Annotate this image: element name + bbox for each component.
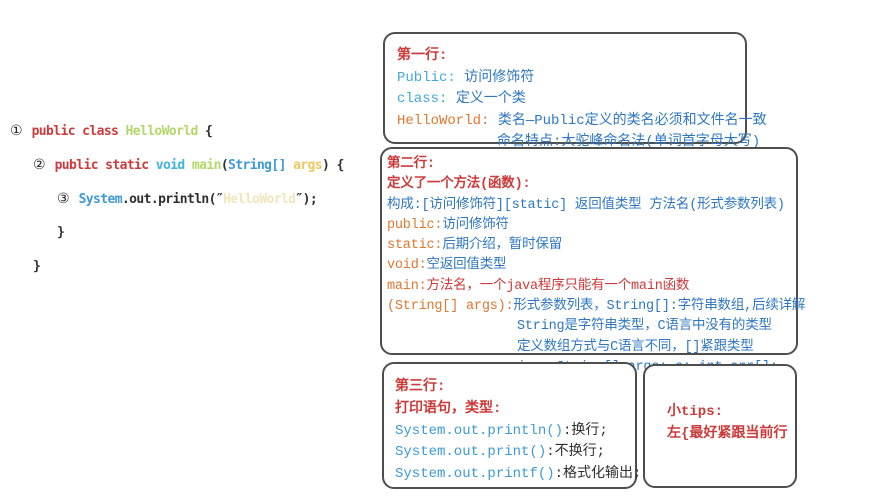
note-row: void:空返回值类型 xyxy=(387,258,507,274)
note-row: 小tips: xyxy=(667,404,724,420)
note-row: 打印语句，类型: xyxy=(395,400,502,417)
note-row: System.out.print():不换行; xyxy=(395,444,606,461)
circled-number: ② xyxy=(33,157,46,173)
note-box-first-line: 第一行: Public: 访问修饰符 class: 定义一个类 HelloWor… xyxy=(383,32,767,150)
note-box-second-line: 第二行: 定义了一个方法(函数): 构成:[访问修饰符][static] 返回值… xyxy=(380,147,806,375)
note-row: public:访问修饰符 xyxy=(387,217,509,233)
note-row: 命名特点:大驼峰命名法(单词首字母大写) xyxy=(497,134,761,150)
note-row: (String[] args):形式参数列表，String[]:字符串数组,后续… xyxy=(387,299,806,315)
note-row: System.out.printf():格式化输出; xyxy=(395,466,642,483)
note-row: HelloWorld: 类名—Public定义的类名必须和文件名一致 xyxy=(397,112,767,129)
note-row: 第二行: xyxy=(387,157,435,172)
note-row: 第三行: xyxy=(395,379,446,395)
note-row: Public: 访问修饰符 xyxy=(397,69,535,86)
circled-number: ① xyxy=(10,123,23,139)
note-row: class: 定义一个类 xyxy=(397,91,526,107)
note-row: main:方法名，一个java程序只能有一个main函数 xyxy=(387,278,690,294)
circled-number: ③ xyxy=(57,191,70,207)
note-row: static:后期介绍，暂时保留 xyxy=(387,238,563,254)
note-box-third-line: 第三行: 打印语句，类型: System.out.println():换行; S… xyxy=(382,362,642,489)
note-box-tips: 小tips: 左{最好紧跟当前行 xyxy=(643,364,797,488)
code-line-4: } xyxy=(57,225,65,240)
note-row: 定义了一个方法(函数): xyxy=(387,177,531,193)
note-row: System.out.println():换行; xyxy=(395,422,608,439)
note-row: 构成:[访问修饰符][static] 返回值类型 方法名(形式参数列表) xyxy=(387,197,785,213)
note-row: 第一行: xyxy=(397,48,448,64)
note-row: String是字符串类型，C语言中没有的类型 xyxy=(517,319,772,335)
note-row: 左{最好紧跟当前行 xyxy=(667,426,788,442)
note-row: 定义数组方式与C语言不同，[]紧跟类型 xyxy=(517,339,754,355)
code-line-5: } xyxy=(33,259,41,274)
